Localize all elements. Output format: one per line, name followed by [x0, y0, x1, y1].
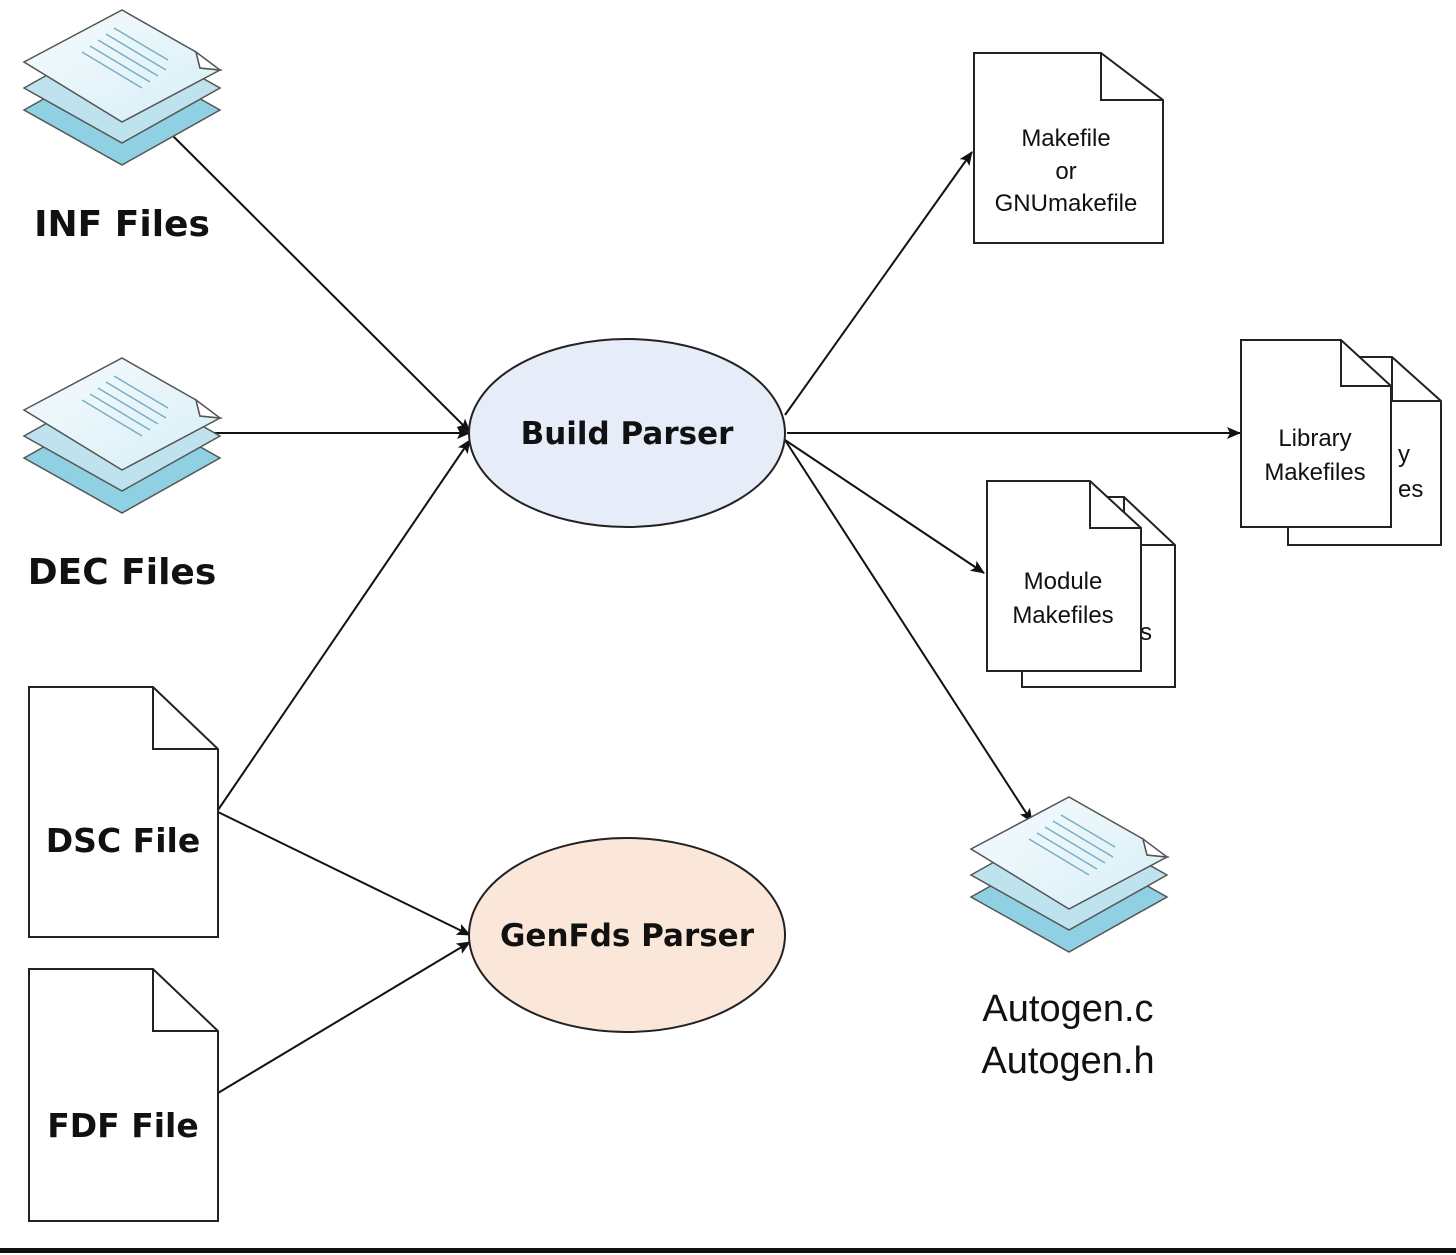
- edge-fdf-to-genfds: [217, 941, 471, 1094]
- dec-files-label: DEC Files: [28, 552, 217, 593]
- genfds-parser-ellipse: [468, 837, 786, 1033]
- edge-inf-to-build: [171, 134, 471, 433]
- dec-files-stack-icon: [22, 357, 223, 514]
- inf-files-stack-icon: [22, 9, 223, 166]
- library-makefiles-label-line2: Makefiles: [1264, 459, 1365, 486]
- makefile-document-icon: [973, 52, 1164, 244]
- module-makefiles-back-partial-text: s: [1140, 619, 1152, 646]
- module-makefiles-label-line1: Module: [1024, 568, 1103, 595]
- library-makefiles-back-partial-text: es: [1398, 476, 1423, 503]
- genfds-parser-label: GenFds Parser: [500, 918, 755, 954]
- edge-build-to-makefile: [784, 151, 973, 416]
- edge-build-to-autogen: [784, 439, 1033, 823]
- autogen-label-line2: Autogen.h: [981, 1040, 1154, 1082]
- edges: [171, 134, 1241, 1094]
- fdf-file-label: FDF File: [47, 1106, 199, 1145]
- library-makefiles-back-partial-text: y: [1398, 441, 1410, 468]
- autogen-label-line1: Autogen.c: [982, 988, 1153, 1030]
- edge-build-to-module: [784, 439, 985, 574]
- edge-dsc-to-build: [217, 439, 471, 811]
- build-parser-ellipse: [468, 338, 786, 528]
- module-makefiles-document-icon: [986, 480, 1142, 672]
- dsc-file-document-icon: [28, 686, 219, 938]
- fdf-file-document-icon: [28, 968, 219, 1222]
- build-parser-label: Build Parser: [521, 416, 735, 452]
- makefile-label-line1: Makefile: [1021, 125, 1110, 152]
- library-makefiles-document-icon: [1240, 339, 1392, 528]
- autogen-files-stack-icon: [969, 796, 1170, 953]
- module-makefiles-label-line2: Makefiles: [1012, 602, 1113, 629]
- inf-files-label: INF Files: [34, 204, 210, 245]
- dsc-file-label: DSC File: [46, 821, 200, 860]
- makefile-label-line3: GNUmakefile: [995, 190, 1138, 217]
- makefile-label-line2: or: [1055, 158, 1076, 185]
- edge-dsc-to-genfds: [217, 811, 471, 936]
- bottom-border: [0, 1248, 1456, 1253]
- library-makefiles-label-line1: Library: [1278, 425, 1351, 452]
